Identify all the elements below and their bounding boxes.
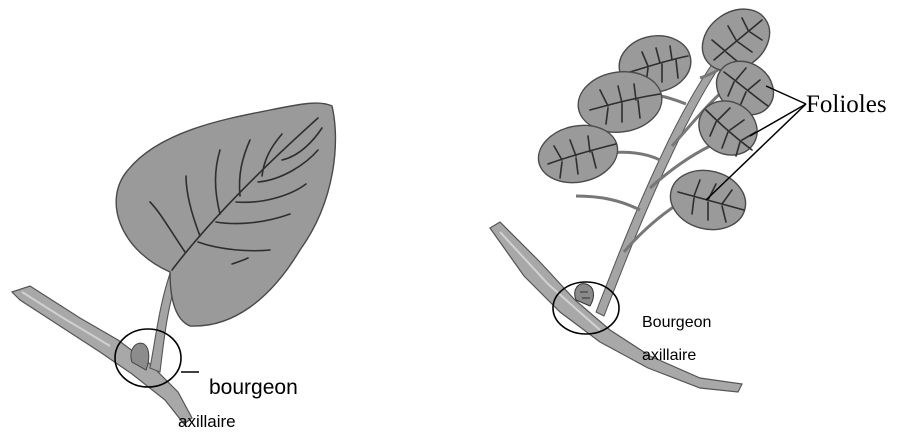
compound-leaf-bud-label: Bourgeon [642, 314, 711, 331]
compound-leaf-leaflet-stalk [576, 196, 640, 210]
compound-leaf-figure: Bourgeon axillaire Folioles [490, 0, 887, 392]
leaflet [664, 163, 752, 238]
simple-leaf-bud-label-line2: axillaire [178, 412, 236, 431]
compound-leaf-bud-label-line2: axillaire [642, 347, 696, 364]
simple-leaf-stem-highlight [22, 292, 110, 346]
folioles-label: Folioles [806, 91, 887, 118]
compound-leaf-stem [490, 222, 742, 392]
simple-leaf-bud-label: bourgeon [209, 376, 298, 399]
simple-leaf-blade [116, 103, 335, 326]
simple-leaf-figure: bourgeon axillaire [12, 103, 335, 431]
